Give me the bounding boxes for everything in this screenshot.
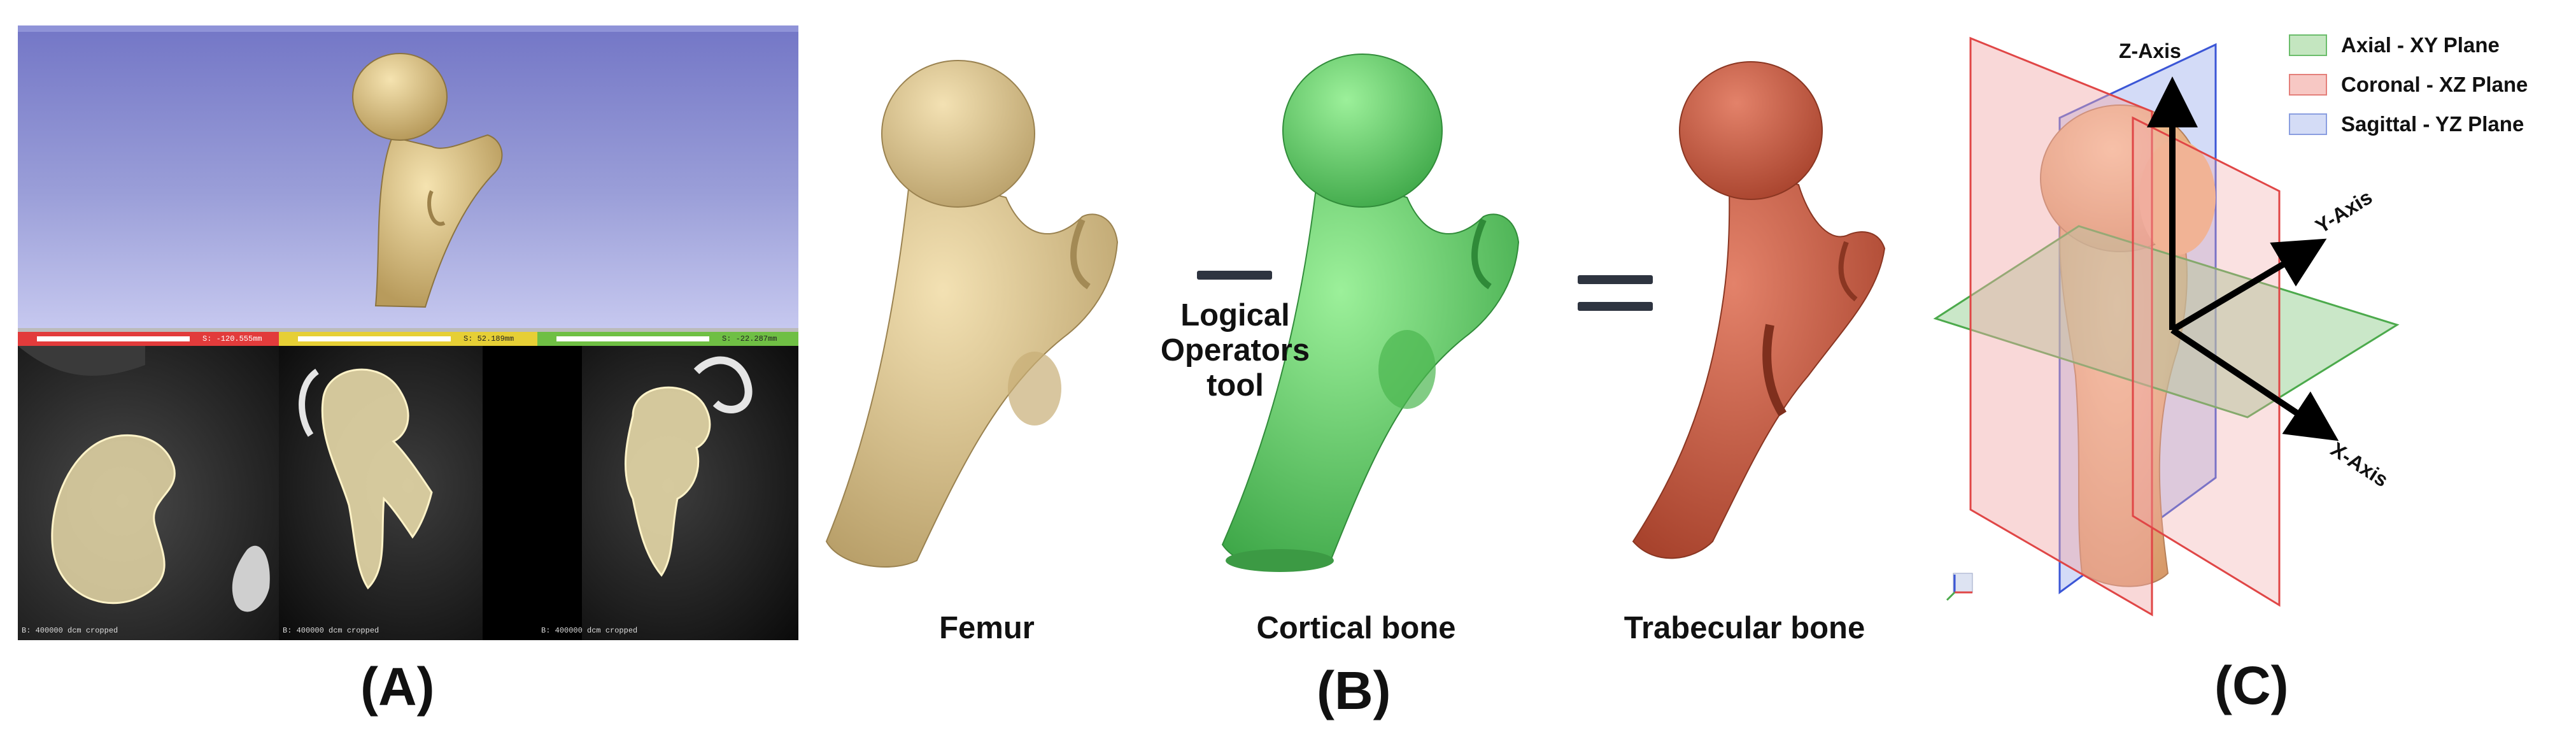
orientation-triad-icon — [1946, 573, 1973, 601]
panel-c-letter: (C) — [2214, 655, 2289, 715]
operator-line-3: tool — [1207, 368, 1264, 403]
logical-operators-tool-label: Logical Operators tool — [1156, 298, 1315, 403]
operator-line-2: Operators — [1160, 333, 1310, 368]
3d-view[interactable] — [18, 25, 798, 328]
legend-label-sagittal: Sagittal - YZ Plane — [2341, 112, 2524, 136]
equals-operator-bottom — [1578, 302, 1653, 311]
femur-model — [825, 60, 1119, 568]
3d-femur-model[interactable] — [336, 45, 527, 312]
slice-slider-yellow[interactable] — [298, 336, 451, 341]
slice-view-red[interactable]: S: -120.555mm B: 400000 dcm cropped — [18, 332, 279, 640]
slice-offset-red: S: -120.555mm — [202, 334, 262, 343]
bone-section-yellow — [299, 346, 537, 640]
slice-view-green[interactable]: S: -22.287mm B: 400000 dcm cropped — [537, 332, 798, 640]
legend-swatch-axial — [2289, 34, 2327, 56]
legend-swatch-sagittal — [2289, 113, 2327, 135]
panel-b-letter: (B) — [1317, 661, 1391, 720]
legend-sagittal: Sagittal - YZ Plane — [2289, 104, 2569, 144]
planes-axes-diagram — [1933, 36, 2400, 617]
cortical-bone-model — [1221, 54, 1520, 572]
3d-view-header-bar[interactable] — [18, 25, 798, 32]
planes-legend: Axial - XY Plane Coronal - XZ Plane Sagi… — [2289, 25, 2569, 144]
view-separator — [18, 328, 798, 332]
trabecular-bone-model — [1632, 61, 1886, 559]
slice-footer-yellow: B: 400000 dcm cropped — [283, 626, 379, 635]
x-axis-arrow — [2170, 327, 2339, 441]
legend-coronal: Coronal - XZ Plane — [2289, 65, 2569, 104]
axial-plane — [1933, 225, 2400, 418]
slice-slider-red[interactable] — [37, 336, 190, 341]
minus-operator — [1197, 271, 1272, 280]
coronal-plane — [1969, 36, 2153, 617]
slice-view-yellow[interactable]: S: 52.189mm B: 400000 dcm cropped — [279, 332, 537, 640]
panel-a-viewer: S: -120.555mm B: 400000 dcm cropped S: 5… — [18, 25, 798, 640]
legend-axial: Axial - XY Plane — [2289, 25, 2569, 65]
z-axis-label: Z-Axis — [2119, 39, 2181, 62]
panel-a-letter: (A) — [360, 657, 435, 717]
operator-line-1: Logical — [1180, 298, 1290, 333]
slice-offset-green: S: -22.287mm — [722, 334, 777, 343]
bone-section-green — [537, 346, 753, 640]
trabecular-bone-caption: Trabecular bone — [1624, 611, 1865, 645]
slice-slider-green[interactable] — [556, 336, 709, 341]
y-axis-arrow — [2170, 238, 2327, 333]
slice-offset-yellow: S: 52.189mm — [464, 334, 514, 343]
slice-footer-green: B: 400000 dcm cropped — [541, 626, 638, 635]
slice-footer-red: B: 400000 dcm cropped — [22, 626, 118, 635]
equals-operator-top — [1578, 275, 1653, 284]
cortical-bone-caption: Cortical bone — [1256, 611, 1456, 645]
legend-swatch-coronal — [2289, 74, 2327, 96]
legend-label-coronal: Coronal - XZ Plane — [2341, 73, 2528, 96]
legend-label-axial: Axial - XY Plane — [2341, 33, 2500, 57]
femur-caption: Femur — [939, 611, 1035, 645]
bone-section-red — [18, 346, 270, 612]
